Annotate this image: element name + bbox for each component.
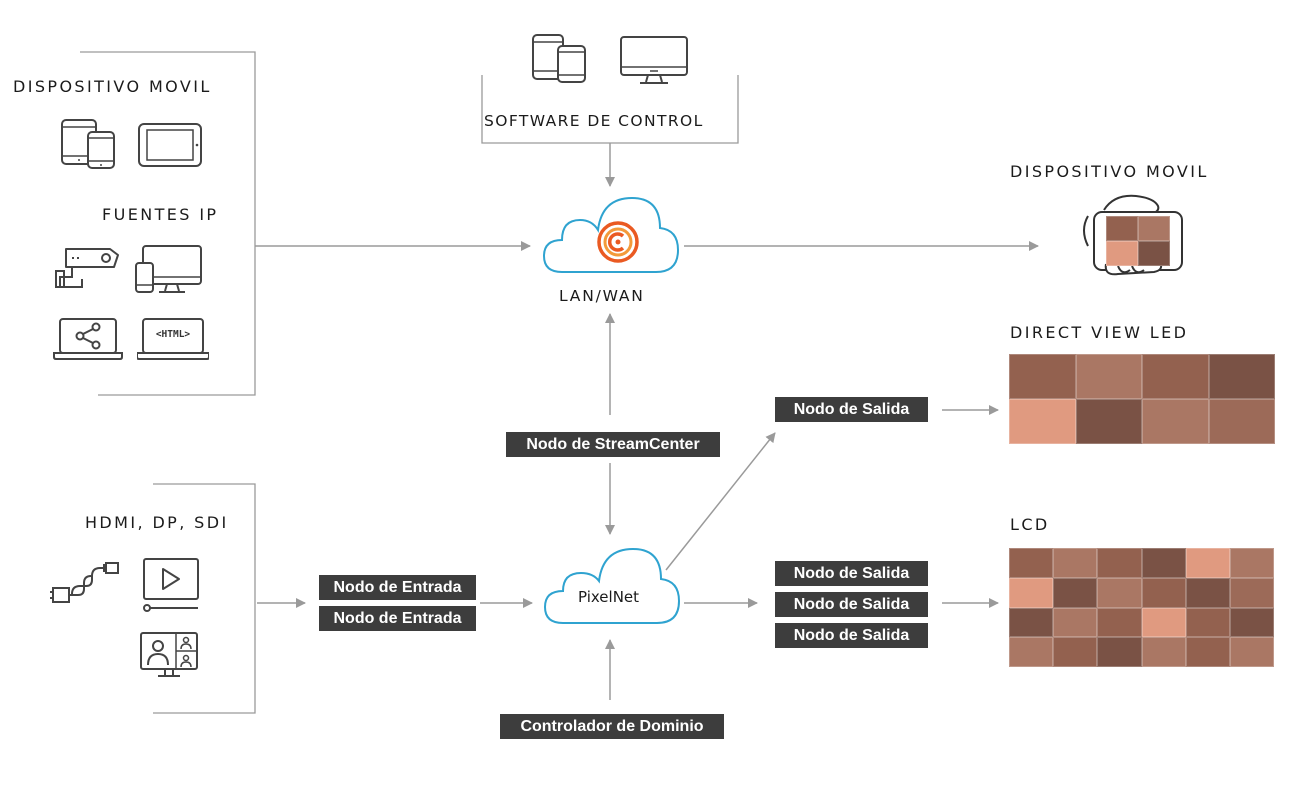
control-phone-tablet-icon [532, 34, 586, 83]
html-badge-text: <HTML> [155, 329, 191, 340]
video-sources-title: HDMI, DP, SDI [85, 513, 229, 532]
mobile-output-hand-phone-icon [1074, 190, 1192, 282]
output-node-lcd-1: Nodo de Salida [775, 561, 928, 586]
led-wall-tile [1142, 354, 1209, 399]
streamcenter-logo-icon [597, 221, 639, 263]
lcd-wall-tile [1097, 637, 1142, 667]
led-wall [1009, 354, 1275, 444]
phone-tablet-icon [61, 119, 115, 169]
ip-sources-title: FUENTES IP [102, 205, 219, 224]
laptop-share-icon [53, 318, 123, 360]
led-wall-tile [1009, 354, 1076, 399]
video-player-icon [143, 558, 199, 612]
led-output-title: DIRECT VIEW LED [1010, 323, 1189, 342]
control-bracket [481, 75, 739, 144]
phone-desktop-icon [135, 245, 202, 293]
lcd-wall-tile [1053, 607, 1098, 638]
lcd-wall-tile [1141, 607, 1186, 638]
lcd-wall-tile [1185, 548, 1230, 578]
lcd-wall-tile [1229, 607, 1274, 638]
lcd-wall-tile [1097, 577, 1142, 608]
lcd-wall-tile [1141, 577, 1186, 608]
led-wall-tile [1208, 354, 1275, 399]
lcd-output-title: LCD [1010, 515, 1050, 534]
led-wall-tile [1075, 354, 1142, 399]
lcd-wall-tile [1097, 607, 1142, 638]
output-node-led: Nodo de Salida [775, 397, 928, 422]
lcd-wall-tile [1053, 577, 1098, 608]
control-monitor-icon [620, 36, 688, 84]
lcd-wall-tile [1009, 577, 1054, 608]
led-wall-tile [1075, 399, 1142, 444]
domain-controller-node: Controlador de Dominio [500, 714, 724, 739]
hdmi-cable-icon [50, 562, 119, 603]
lcd-wall-tile [1185, 607, 1230, 638]
led-wall-tile [1009, 399, 1076, 444]
lcd-wall-tile [1141, 637, 1186, 667]
output-node-lcd-2: Nodo de Salida [775, 592, 928, 617]
lcd-wall-tile [1141, 548, 1186, 578]
lcd-wall-tile [1229, 637, 1274, 667]
lcd-wall-tile [1009, 637, 1054, 667]
lcd-wall-tile [1229, 548, 1274, 578]
pixelnet-cloud-icon [543, 547, 681, 624]
lcd-wall-tile [1229, 577, 1274, 608]
mobile-screen-tile [1106, 241, 1138, 266]
security-camera-icon [55, 248, 119, 288]
lan-wan-label: LAN/WAN [559, 287, 645, 305]
lcd-wall-tile [1009, 548, 1054, 578]
lcd-wall-tile [1053, 548, 1098, 578]
lcd-wall-tile [1097, 548, 1142, 578]
mobile-screen-tile [1138, 241, 1170, 266]
lcd-wall-tile [1185, 577, 1230, 608]
tablet-landscape-icon [138, 123, 202, 167]
video-conference-icon [140, 632, 198, 677]
led-wall-tile [1208, 399, 1275, 444]
sources-bottom-bracket [153, 483, 256, 714]
pixelnet-label: PixelNet [578, 588, 640, 606]
mobile-screen-tile [1138, 216, 1170, 241]
sources-top-bracket [80, 51, 256, 396]
control-software-title: SOFTWARE DE CONTROL [484, 112, 704, 130]
output-node-lcd-3: Nodo de Salida [775, 623, 928, 648]
mobile-output-screen [1106, 216, 1170, 266]
laptop-html-icon: <HTML> [137, 316, 209, 362]
mobile-output-title: DISPOSITIVO MOVIL [1010, 162, 1209, 181]
input-node-1: Nodo de Entrada [319, 575, 476, 600]
lcd-wall-tile [1009, 607, 1054, 638]
mobile-sources-title: DISPOSITIVO MOVIL [13, 77, 212, 96]
lcd-wall-tile [1053, 637, 1098, 667]
lcd-wall [1009, 548, 1274, 667]
lcd-wall-tile [1185, 637, 1230, 667]
led-wall-tile [1142, 399, 1209, 444]
input-node-2: Nodo de Entrada [319, 606, 476, 631]
mobile-screen-tile [1106, 216, 1138, 241]
streamcenter-node: Nodo de StreamCenter [506, 432, 720, 457]
arrow-pixelnet-to-led-node [665, 432, 776, 571]
